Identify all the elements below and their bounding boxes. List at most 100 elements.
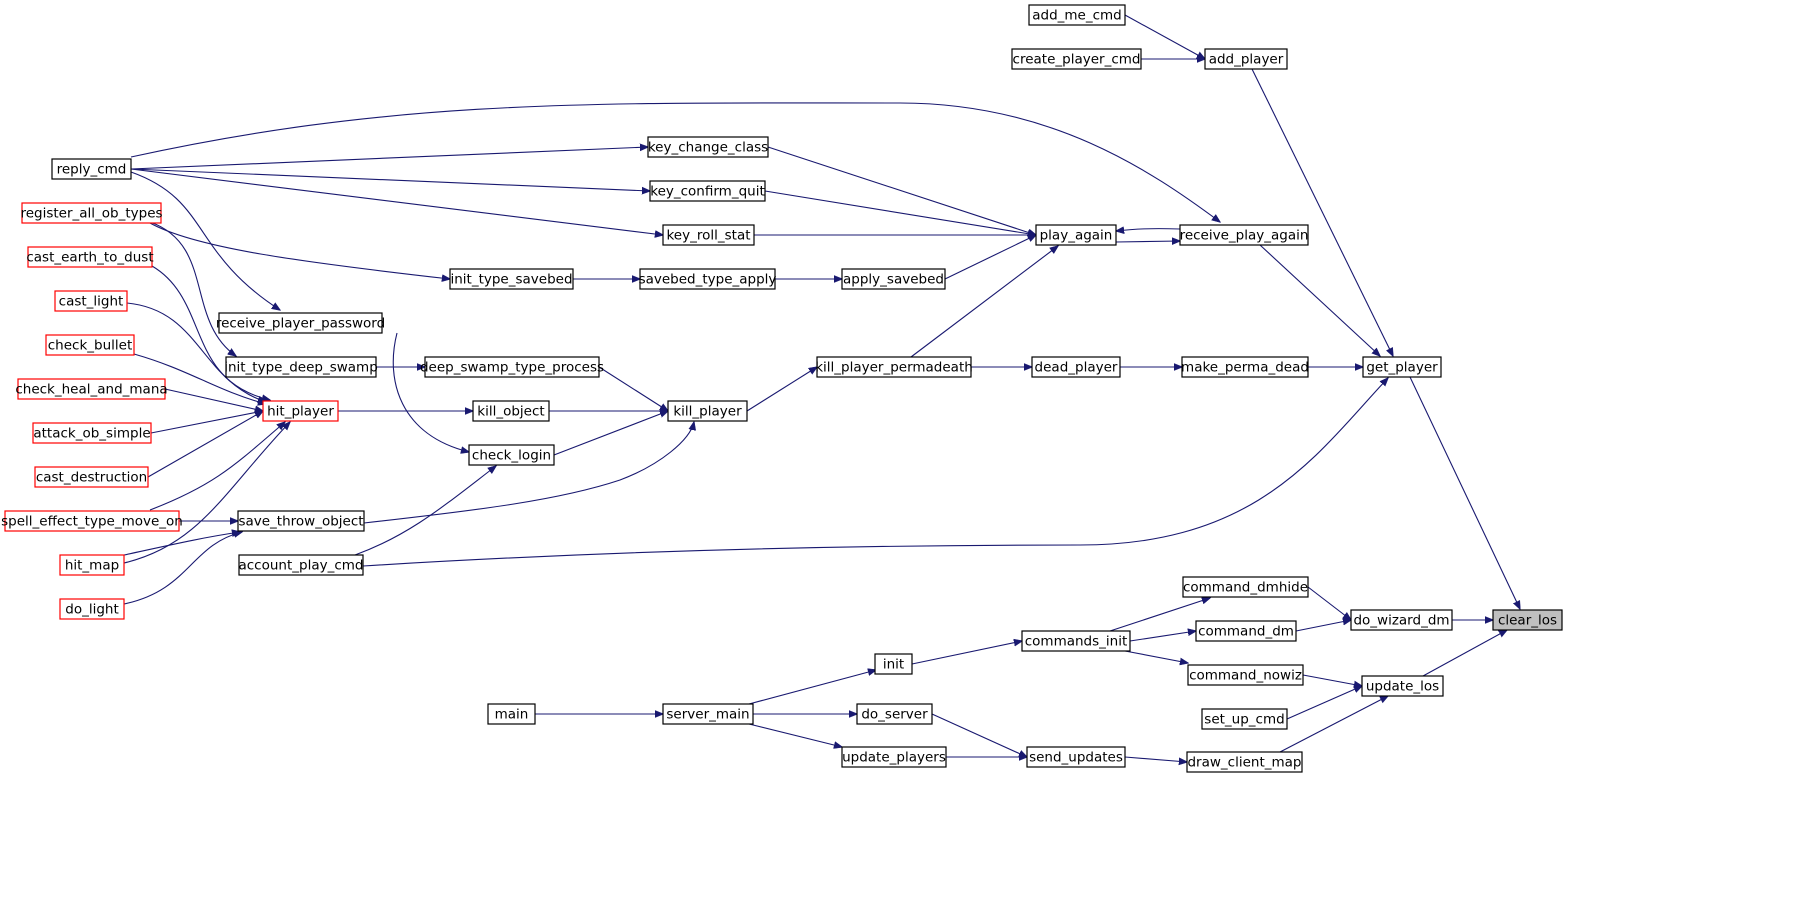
node-receive-player-password[interactable]: receive_player_password bbox=[216, 312, 385, 334]
node-add-player[interactable]: add_player bbox=[1204, 48, 1288, 70]
node-commands-init[interactable]: commands_init bbox=[1021, 630, 1131, 652]
edge-hit_map-to-hit_player bbox=[123, 422, 290, 564]
node-label: set_up_cmd bbox=[1204, 712, 1284, 728]
node-box bbox=[1361, 675, 1444, 697]
node-server-main[interactable]: server_main bbox=[662, 703, 754, 725]
node-label: make_perma_dead bbox=[1181, 360, 1309, 376]
node-apply-savebed[interactable]: apply_savebed bbox=[841, 268, 946, 290]
node-label: reply_cmd bbox=[57, 162, 127, 178]
node-label: savebed_type_apply bbox=[639, 272, 777, 288]
node-draw-client-map[interactable]: draw_client_map bbox=[1186, 751, 1303, 773]
node-box bbox=[1179, 224, 1309, 246]
node-init-type-deep-swamp[interactable]: init_type_deep_swamp bbox=[224, 356, 378, 378]
node-label: command_dm bbox=[1198, 624, 1294, 640]
node-spell-effect-type-move-on[interactable]: spell_effect_type_move_on bbox=[1, 510, 183, 532]
node-box bbox=[238, 554, 364, 576]
node-cast-destruction[interactable]: cast_destruction bbox=[34, 466, 149, 488]
node-do-light[interactable]: do_light bbox=[59, 598, 125, 620]
node-box bbox=[262, 400, 339, 422]
node-send-updates[interactable]: send_updates bbox=[1026, 746, 1126, 768]
node-update-players[interactable]: update_players bbox=[841, 746, 947, 768]
node-command-dm[interactable]: command_dm bbox=[1195, 620, 1297, 642]
node-label: hit_player bbox=[267, 404, 334, 420]
node-add-me-cmd[interactable]: add_me_cmd bbox=[1028, 4, 1126, 26]
node-kill-object[interactable]: kill_object bbox=[472, 400, 550, 422]
edge-reply_cmd-to-key_change_class bbox=[130, 147, 648, 170]
edge-do_light-to-save_throw_object bbox=[123, 532, 242, 605]
node-set-up-cmd[interactable]: set_up_cmd bbox=[1201, 708, 1288, 730]
node-label: do_light bbox=[65, 602, 119, 618]
node-update-los[interactable]: update_los bbox=[1361, 675, 1444, 697]
node-label: check_bullet bbox=[48, 338, 133, 354]
node-box bbox=[856, 703, 933, 725]
node-check-login[interactable]: check_login bbox=[468, 444, 555, 466]
node-label: update_los bbox=[1366, 679, 1439, 695]
node-receive-play-again[interactable]: receive_play_again bbox=[1179, 224, 1309, 246]
edge-command_dm-to-do_wizard_dm bbox=[1295, 620, 1351, 632]
node-dead-player[interactable]: dead_player bbox=[1031, 356, 1121, 378]
node-do-wizard-dm[interactable]: do_wizard_dm bbox=[1350, 609, 1453, 631]
node-label: receive_player_password bbox=[216, 316, 385, 332]
node-savebed-type-apply[interactable]: savebed_type_apply bbox=[639, 268, 777, 290]
node-key-roll-stat[interactable]: key_roll_stat bbox=[662, 224, 755, 246]
node-deep-swamp-type-process[interactable]: deep_swamp_type_process bbox=[420, 356, 604, 378]
node-label: cast_earth_to_dust bbox=[26, 250, 153, 266]
node-box bbox=[1186, 751, 1303, 773]
edge-update_los-to-clear_los bbox=[1422, 630, 1507, 677]
node-label: init_type_deep_swamp bbox=[224, 360, 378, 376]
node-box bbox=[59, 598, 125, 620]
edge-reply_cmd-to-key_confirm_quit bbox=[130, 168, 650, 191]
node-get-player[interactable]: get_player bbox=[1362, 356, 1442, 378]
node-box bbox=[225, 356, 377, 378]
node-create-player-cmd[interactable]: create_player_cmd bbox=[1011, 48, 1142, 70]
node-box bbox=[4, 510, 180, 532]
node-save-throw-object[interactable]: save_throw_object bbox=[237, 510, 365, 532]
node-check-heal-and-mana[interactable]: check_heal_and_mana bbox=[15, 378, 168, 400]
node-key-change-class[interactable]: key_change_class bbox=[647, 136, 769, 158]
node-label: attack_ob_simple bbox=[33, 426, 150, 442]
node-reply-cmd[interactable]: reply_cmd bbox=[51, 158, 132, 180]
node-box bbox=[51, 158, 132, 180]
node-cast-light[interactable]: cast_light bbox=[54, 290, 128, 312]
node-box bbox=[34, 466, 149, 488]
edge-server_main-to-init bbox=[748, 670, 876, 705]
node-check-bullet[interactable]: check_bullet bbox=[45, 334, 135, 356]
node-play-again[interactable]: play_again bbox=[1035, 224, 1117, 246]
node-attack-ob-simple[interactable]: attack_ob_simple bbox=[32, 422, 152, 444]
edge-command_nowiz-to-update_los bbox=[1302, 674, 1362, 686]
node-account-play-cmd[interactable]: account_play_cmd bbox=[238, 554, 364, 576]
edge-cast_destruction-to-hit_player bbox=[147, 411, 263, 478]
node-box bbox=[1182, 576, 1309, 598]
edge-apply_savebed-to-play_again bbox=[944, 235, 1036, 280]
node-make-perma-dead[interactable]: make_perma_dead bbox=[1181, 356, 1309, 378]
node-init-type-savebed[interactable]: init_type_savebed bbox=[449, 268, 574, 290]
node-register-all-ob-types[interactable]: register_all_ob_types bbox=[20, 202, 163, 224]
edge-check_bullet-to-hit_player bbox=[133, 353, 266, 404]
node-box bbox=[59, 554, 125, 576]
edge-account_play_cmd-to-get_player bbox=[362, 378, 1388, 567]
node-box bbox=[32, 422, 152, 444]
node-hit-player[interactable]: hit_player bbox=[262, 400, 339, 422]
node-box bbox=[1021, 630, 1131, 652]
node-label: do_server bbox=[861, 707, 928, 723]
edge-key_change_class-to-play_again bbox=[767, 146, 1036, 235]
node-do-server[interactable]: do_server bbox=[856, 703, 933, 725]
node-main[interactable]: main bbox=[487, 703, 536, 725]
node-box bbox=[1362, 356, 1442, 378]
node-box bbox=[237, 510, 365, 532]
node-kill-player[interactable]: kill_player bbox=[667, 400, 748, 422]
node-clear-los[interactable]: clear_los bbox=[1492, 609, 1563, 631]
node-box bbox=[874, 653, 913, 675]
node-label: register_all_ob_types bbox=[20, 206, 162, 222]
node-command-nowiz[interactable]: command_nowiz bbox=[1187, 664, 1304, 686]
node-hit-map[interactable]: hit_map bbox=[59, 554, 125, 576]
node-key-confirm-quit[interactable]: key_confirm_quit bbox=[649, 180, 766, 202]
node-cast-earth-to-dust[interactable]: cast_earth_to_dust bbox=[26, 246, 154, 268]
node-kill-player-permadeath[interactable]: kill_player_permadeath bbox=[815, 356, 973, 378]
node-layer: add_me_cmd create_player_cmd add_playerrep… bbox=[1, 4, 1563, 773]
node-init[interactable]: init bbox=[874, 653, 913, 675]
node-box bbox=[816, 356, 972, 378]
node-command-dmhide[interactable]: command_dmhide bbox=[1182, 576, 1309, 598]
node-box bbox=[667, 400, 748, 422]
node-box bbox=[1195, 620, 1297, 642]
